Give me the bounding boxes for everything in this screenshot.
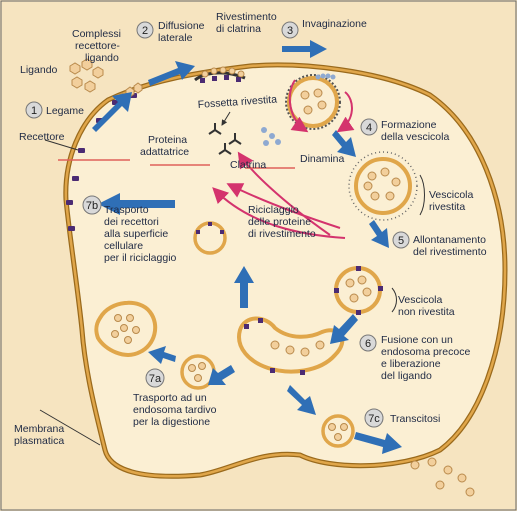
label-complessi: Complessi recettore- ligando <box>72 28 124 64</box>
label-vescicola-rivestita: Vescicola rivestita <box>429 189 476 213</box>
label-invaginazione: Invaginazione <box>302 18 367 30</box>
label-riciclaggio: Riciclaggio delle proteine di rivestimen… <box>248 204 316 240</box>
step-7b: 7b <box>86 200 98 212</box>
dynamin-dots <box>261 127 281 146</box>
step-6: 6 <box>365 338 371 350</box>
released-ligands <box>410 457 475 497</box>
label-vescicola-non-rivestita: Vescicola non rivestita <box>398 294 455 318</box>
badge-5 <box>392 231 410 249</box>
step-7a: 7a <box>149 373 162 385</box>
uncoated-vesicle <box>334 266 383 315</box>
transcytosis-vesicle <box>321 414 355 448</box>
adapter-lines <box>58 159 295 169</box>
badge-7c <box>364 408 384 428</box>
leader-lines <box>39 111 425 446</box>
label-diffusione: Diffusione laterale <box>158 20 207 44</box>
label-rivestimento: Rivestimento di clatrina <box>216 11 280 35</box>
step-1: 1 <box>31 105 37 117</box>
membrane-receptors <box>66 93 137 231</box>
label-fusione: Fusione con un endosoma precoce e libera… <box>381 334 473 382</box>
badge-7a <box>145 368 165 388</box>
label-ligando: Ligando <box>20 64 58 76</box>
label-clatrina: Clatrina <box>230 159 266 171</box>
label-recettore: Recettore <box>19 131 65 143</box>
label-legame: Legame <box>46 105 84 117</box>
labels: Ligando Complessi recettore- ligando Leg… <box>14 11 489 447</box>
badge-4 <box>360 118 378 136</box>
label-trasporto-endosoma: Trasporto ad un endosoma tardivo per la … <box>133 392 219 428</box>
step-numbers: 1 2 3 4 5 6 7a 7b 7c <box>31 25 404 425</box>
badge-7b <box>82 195 102 215</box>
dynamin-ring <box>315 73 336 80</box>
step-7c: 7c <box>368 413 380 425</box>
step-3: 3 <box>287 25 293 37</box>
late-endosome <box>180 354 216 390</box>
free-ligands <box>69 58 104 93</box>
coated-pit <box>194 66 246 83</box>
label-formazione: Formazione della vescicola <box>381 119 449 143</box>
badge-1 <box>25 101 43 119</box>
label-proteina: Proteina adattatrice <box>140 134 190 158</box>
step-5: 5 <box>398 235 404 247</box>
clathrin-triskelions <box>208 123 242 155</box>
step-badges <box>25 21 410 428</box>
lysosome <box>94 300 158 357</box>
cell-membrane-inner <box>64 63 507 478</box>
pink-arrows <box>212 79 355 239</box>
label-fossetta: Fossetta rivestita <box>197 93 277 111</box>
coated-vesicle <box>348 151 418 221</box>
step-4: 4 <box>366 122 372 134</box>
badge-6 <box>359 334 377 352</box>
step-2: 2 <box>142 25 148 37</box>
label-allontanamento: Allontanamento del rivestimento <box>413 234 489 258</box>
badge-2 <box>136 21 154 39</box>
badge-3 <box>281 21 299 39</box>
label-trasporto-recettori: Trasporto dei recettori alla superficie … <box>104 204 177 264</box>
label-dinamina: Dinamina <box>300 153 345 165</box>
recycling-vesicle <box>193 221 227 255</box>
blue-arrows <box>92 40 402 454</box>
label-membrana: Membrana plasmatica <box>14 423 67 447</box>
label-transcitosi: Transcitosi <box>390 413 440 425</box>
